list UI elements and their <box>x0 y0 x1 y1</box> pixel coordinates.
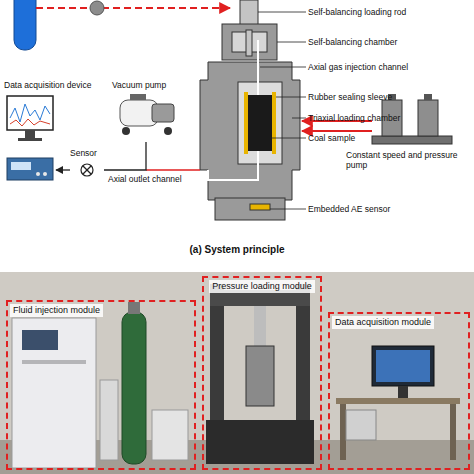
module-box: Pressure loading module <box>202 276 322 470</box>
bottle-valve <box>128 302 140 314</box>
pressure-line <box>302 130 372 132</box>
signal-wave <box>10 104 50 122</box>
leader-line <box>270 138 306 139</box>
gas-bottle <box>122 312 146 464</box>
leader-line <box>292 118 306 119</box>
connector <box>56 169 70 170</box>
leader-line <box>277 42 306 43</box>
part-label: Coal sample <box>308 133 355 143</box>
node-label: Sensor <box>70 148 104 158</box>
pump-motor <box>152 104 174 122</box>
outlet-channel <box>208 151 258 180</box>
pump-cylinder <box>418 100 438 136</box>
node-label: Constant speed and pressure pump <box>346 150 470 170</box>
pc-monitor <box>372 346 434 386</box>
ae-sensor <box>250 204 270 210</box>
sensor-symbol <box>83 166 91 174</box>
node-label: Vacuum pump <box>112 80 180 90</box>
coal-sample <box>248 95 272 151</box>
figure-caption: (a) System principle <box>0 244 474 255</box>
part-label: Rubber sealing sleeve <box>308 92 392 102</box>
part-label: Triaxial loading chamber <box>308 113 400 123</box>
node-label: Fluid injection module <box>10 304 103 317</box>
pump-handle <box>130 94 146 100</box>
pump-wheel <box>122 127 130 135</box>
module-box: Fluid injection module <box>6 300 196 470</box>
monitor-screen <box>7 96 53 130</box>
leader-line <box>260 67 306 68</box>
gas-cylinder <box>14 0 36 50</box>
unit-display <box>11 162 31 170</box>
node-label: Data acquisition module <box>332 316 434 329</box>
valve-symbol <box>90 1 104 15</box>
connector <box>104 142 146 170</box>
sensor-symbol <box>83 166 91 174</box>
acquisition-box <box>346 410 376 440</box>
pump-block: Constant speed and pressure pump <box>346 92 470 170</box>
part-label: Self-balancing chamber <box>308 37 397 47</box>
leader-line <box>258 12 306 13</box>
pump-base <box>372 136 452 144</box>
injection-machine <box>12 318 96 468</box>
device-block: Vacuum pump <box>112 80 180 142</box>
device-block: Data acquisition device <box>4 80 56 186</box>
part-label: Embedded AE sensor <box>308 204 390 214</box>
monitor-stand <box>18 138 42 141</box>
pump-wheel <box>164 127 172 135</box>
part-label: Self-balancing loading rod <box>308 7 406 17</box>
rubber-sleeve <box>244 92 248 154</box>
module-box: Data acquisition module <box>328 312 470 470</box>
monitor-stand <box>25 130 35 138</box>
node-label: Pressure loading module <box>209 280 315 293</box>
sensor-symbol <box>81 164 93 176</box>
node-label: Data acquisition device <box>4 80 56 90</box>
unit-port <box>43 172 47 176</box>
frame-base <box>206 420 314 464</box>
desk-leg <box>450 404 456 460</box>
gas-injection-channel <box>257 40 259 95</box>
rubber-sleeve <box>272 92 276 154</box>
triaxial-body <box>200 62 300 200</box>
pump-cap <box>424 94 432 100</box>
unit-port <box>36 172 40 176</box>
small-cart <box>152 410 188 460</box>
acquisition-unit <box>7 158 53 180</box>
desk-leg <box>340 404 346 460</box>
gas-regulator <box>100 380 118 460</box>
part-label: Axial gas injection channel <box>308 62 408 72</box>
test-cell <box>246 346 274 406</box>
frame-ram <box>254 306 266 346</box>
loading-rod-piston <box>246 30 252 56</box>
gas-line <box>36 7 230 9</box>
pc-screen <box>376 350 430 382</box>
outlet-line <box>146 169 200 171</box>
loading-chamber-cavity <box>238 82 282 164</box>
signal-wave <box>10 119 50 126</box>
leader-line <box>276 97 306 98</box>
desk-top <box>336 398 460 404</box>
self-balancing-chamber <box>222 24 277 60</box>
machine-display <box>22 330 58 350</box>
machine-panel <box>22 360 86 364</box>
sensor-block: Sensor <box>70 148 104 178</box>
monitor-stand <box>398 386 408 398</box>
leader-line <box>270 209 306 210</box>
photo-background <box>0 272 474 474</box>
part-label: Axial outlet channel <box>108 174 182 184</box>
